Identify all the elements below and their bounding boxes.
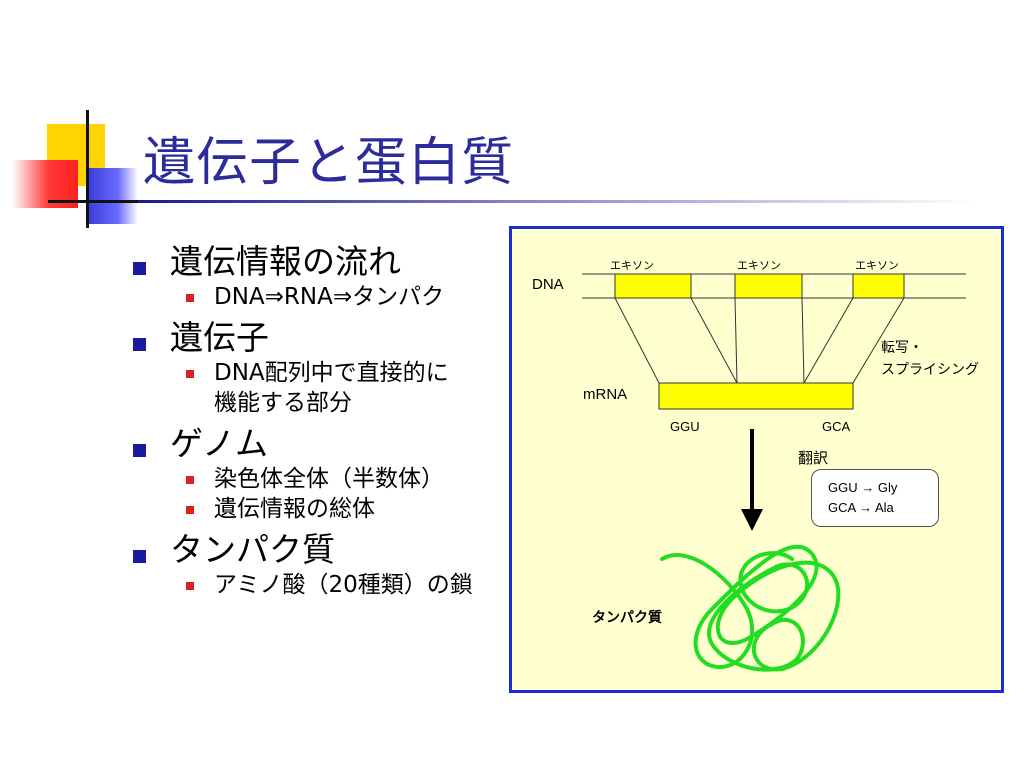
codon-legend-box: GGU → Gly GCA → Ala [811, 469, 939, 527]
codon-label: GGU [670, 419, 700, 434]
slide-title: 遺伝子と蛋白質 [143, 133, 515, 193]
title-underline [138, 200, 978, 203]
exon-block [614, 273, 692, 299]
exon-block [852, 273, 905, 299]
mrna-label: mRNA [583, 386, 628, 403]
decorative-logo [0, 0, 160, 240]
bullet-item: タンパク質 アミノ酸（20種類）の鎖 [128, 530, 508, 600]
sub-bullet-item: 染色体全体（半数体） [128, 464, 508, 494]
exon-block [734, 273, 803, 299]
sub-bullet-item: アミノ酸（20種類）の鎖 [128, 570, 508, 600]
translation-label: 翻訳 [798, 450, 829, 467]
sub-bullet-list: DNA⇒RNA⇒タンパク [128, 282, 508, 312]
sub-bullet-list: DNA配列中で直接的に 機能する部分 [128, 358, 508, 418]
sub-bullet-list: アミノ酸（20種類）の鎖 [128, 570, 508, 600]
sub-bullet-item: DNA⇒RNA⇒タンパク [128, 282, 508, 312]
codon-label: GCA [822, 419, 851, 434]
bullet-item: 遺伝情報の流れ DNA⇒RNA⇒タンパク [128, 242, 508, 312]
protein-label: タンパク質 [592, 609, 662, 625]
splice-line [690, 297, 738, 384]
bullet-item: ゲノム 染色体全体（半数体） 遺伝情報の総体 [128, 424, 508, 524]
sub-bullet-item: DNA配列中で直接的に 機能する部分 [128, 358, 508, 418]
bullet-text: ゲノム [170, 424, 269, 463]
legend-line: GCA → Ala [828, 500, 894, 515]
protein-chain [660, 544, 841, 672]
splice-line [803, 297, 854, 384]
splice-line [614, 297, 660, 384]
splicing-label: スプライシング [881, 361, 979, 377]
exon-label: エキソン [737, 260, 781, 272]
translation-arrow-head [741, 509, 763, 531]
splice-line [801, 297, 805, 384]
splice-line [734, 297, 738, 384]
exon-label: エキソン [610, 260, 654, 272]
bullet-list: 遺伝情報の流れ DNA⇒RNA⇒タンパク 遺伝子 DNA配列中で直接的に 機能す… [128, 236, 508, 600]
sub-bullet-list: 染色体全体（半数体） 遺伝情報の総体 [128, 464, 508, 524]
gene-expression-diagram: エキソン エキソン エキソン DNA mRNA 転写・ スプライシング GGU … [509, 226, 1004, 693]
legend-line: GGU → Gly [828, 480, 898, 495]
bullet-text: タンパク質 [170, 530, 335, 569]
diagram-drawing [582, 273, 966, 672]
sub-bullet-line: 機能する部分 [214, 390, 352, 416]
mrna-bar [658, 382, 854, 410]
exon-label: エキソン [855, 260, 899, 272]
bullet-text: 遺伝情報の流れ [170, 242, 401, 281]
splice-line [852, 297, 905, 384]
bullet-item: 遺伝子 DNA配列中で直接的に 機能する部分 [128, 318, 508, 418]
horizontal-rule-decoration [48, 200, 143, 203]
bullet-text: 遺伝子 [170, 318, 269, 357]
sub-bullet-item: 遺伝情報の総体 [128, 494, 508, 524]
vertical-rule-decoration [86, 110, 89, 228]
sub-bullet-line: DNA配列中で直接的に [214, 360, 449, 386]
dna-label: DNA [532, 276, 564, 293]
transcription-label: 転写・ [881, 339, 923, 355]
blue-square-decoration [88, 168, 138, 224]
